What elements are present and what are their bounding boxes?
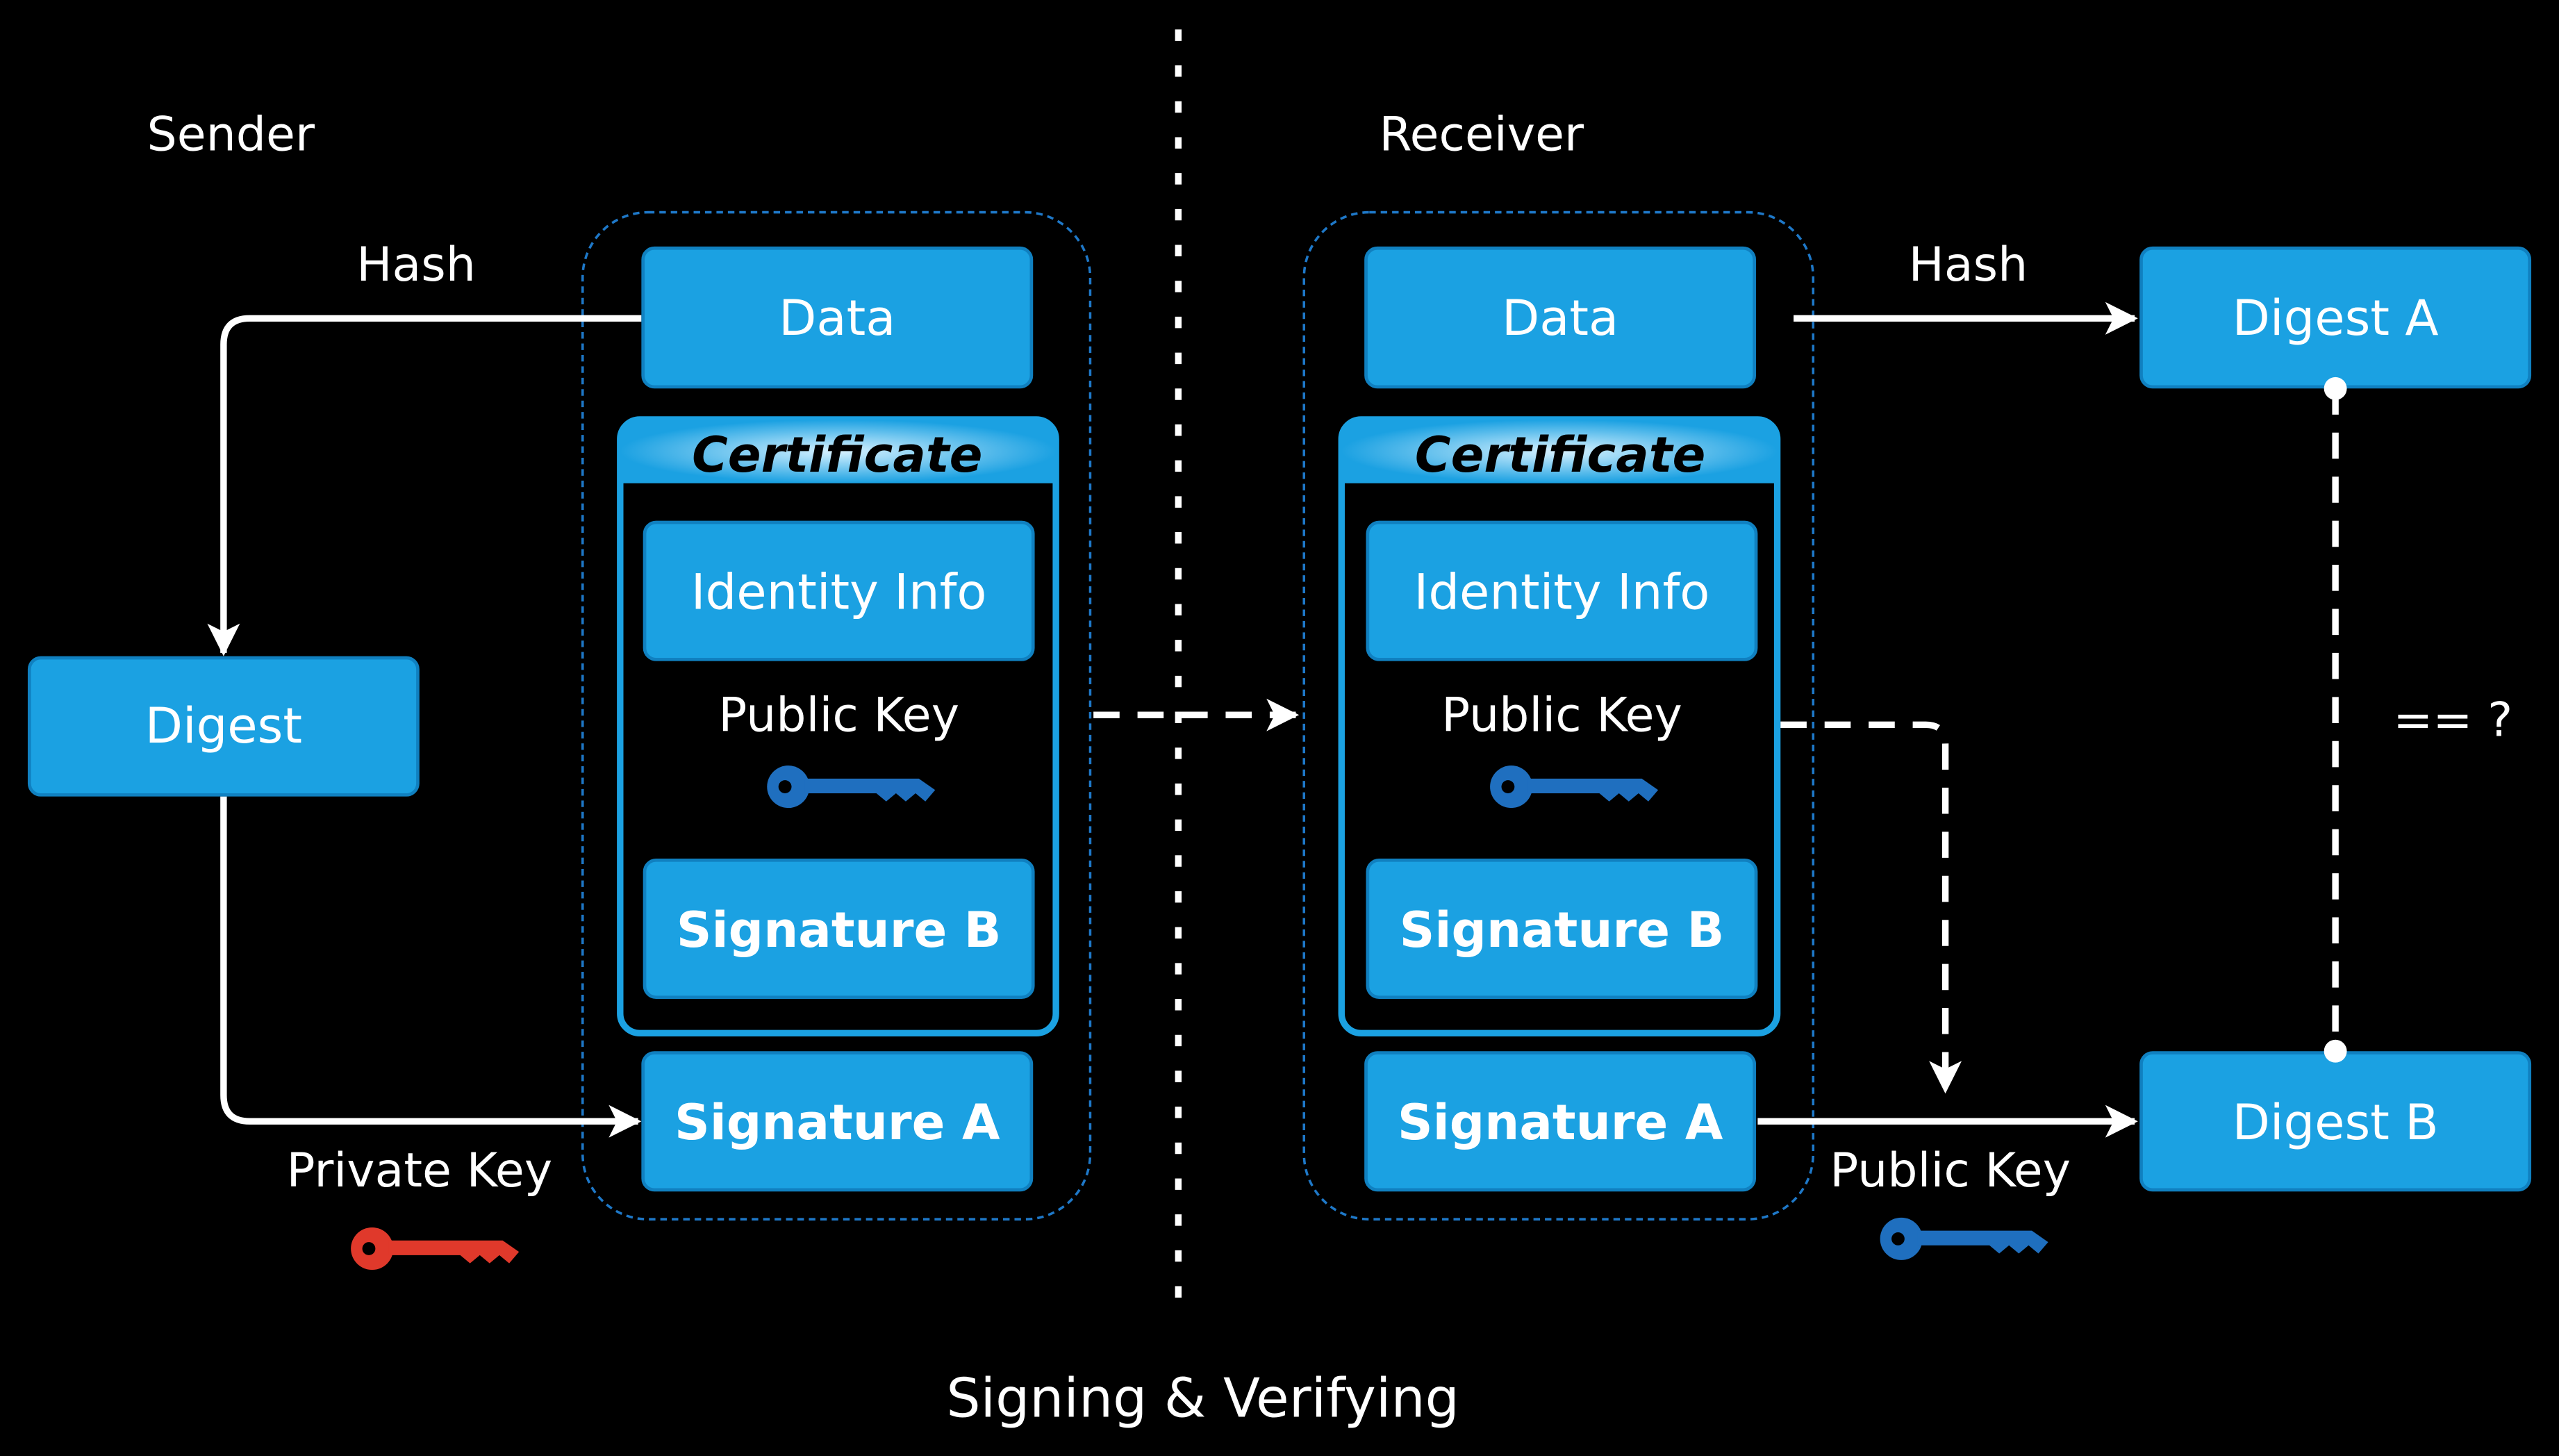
compare-label: == ? bbox=[2393, 693, 2512, 748]
sender-data-label: Data bbox=[779, 290, 895, 347]
receiver-data-label: Data bbox=[1502, 290, 1618, 347]
receiver-data-box: Data bbox=[1364, 246, 1757, 389]
sender-digest-label: Digest bbox=[145, 697, 302, 754]
receiver-digest-a-box: Digest A bbox=[2139, 246, 2532, 389]
sender-public-key-label: Public Key bbox=[718, 688, 959, 743]
compare-endpoint-top bbox=[2324, 377, 2347, 400]
diagram-caption: Signing & Verifying bbox=[946, 1367, 1459, 1430]
sender-hash-label: Hash bbox=[356, 238, 476, 292]
sender-data-box: Data bbox=[641, 246, 1034, 389]
receiver-public-key-arrow bbox=[1780, 721, 1962, 1094]
sender-hash-arrow bbox=[207, 315, 642, 656]
receiver-signature-a-label: Signature A bbox=[1398, 1094, 1723, 1151]
receiver-identity-info-label: Identity Info bbox=[1414, 563, 1710, 620]
key-icon bbox=[1880, 1217, 2048, 1260]
sender-signature-a-label: Signature A bbox=[674, 1094, 1000, 1151]
sender-signature-a-box: Signature A bbox=[641, 1051, 1034, 1192]
receiver-digest-b-label: Digest B bbox=[2233, 1094, 2439, 1151]
sender-identity-info-box: Identity Info bbox=[643, 520, 1035, 661]
receiver-signature-a-box: Signature A bbox=[1364, 1051, 1757, 1192]
key-icon bbox=[351, 1227, 520, 1271]
sender-signature-b-label: Signature B bbox=[677, 902, 1002, 959]
receiver-certificate-title: Certificate bbox=[1415, 427, 1705, 483]
sender-sign-arrow bbox=[220, 796, 642, 1138]
receiver-verify-public-key-label: Public Key bbox=[1830, 1143, 2071, 1198]
receiver-heading: Receiver bbox=[1379, 107, 1584, 162]
receiver-signature-b-label: Signature B bbox=[1400, 902, 1725, 959]
compare-endpoint-bottom bbox=[2324, 1039, 2347, 1063]
receiver-public-key-label: Public Key bbox=[1441, 688, 1682, 743]
sender-identity-info-label: Identity Info bbox=[691, 563, 987, 620]
private-key-label: Private Key bbox=[286, 1143, 552, 1198]
sender-bundle-group bbox=[581, 210, 1092, 1221]
receiver-hash-label: Hash bbox=[1909, 238, 2028, 292]
receiver-digest-b-box: Digest B bbox=[2139, 1051, 2532, 1192]
sender-digest-box: Digest bbox=[27, 656, 420, 797]
receiver-bundle-group bbox=[1302, 210, 1815, 1221]
sender-certificate-title: Certificate bbox=[692, 427, 982, 483]
receiver-identity-info-box: Identity Info bbox=[1366, 520, 1758, 661]
sender-signature-b-box: Signature B bbox=[643, 858, 1035, 1000]
sender-heading: Sender bbox=[147, 107, 315, 162]
receiver-signature-b-box: Signature B bbox=[1366, 858, 1758, 1000]
receiver-digest-a-label: Digest A bbox=[2233, 290, 2439, 347]
